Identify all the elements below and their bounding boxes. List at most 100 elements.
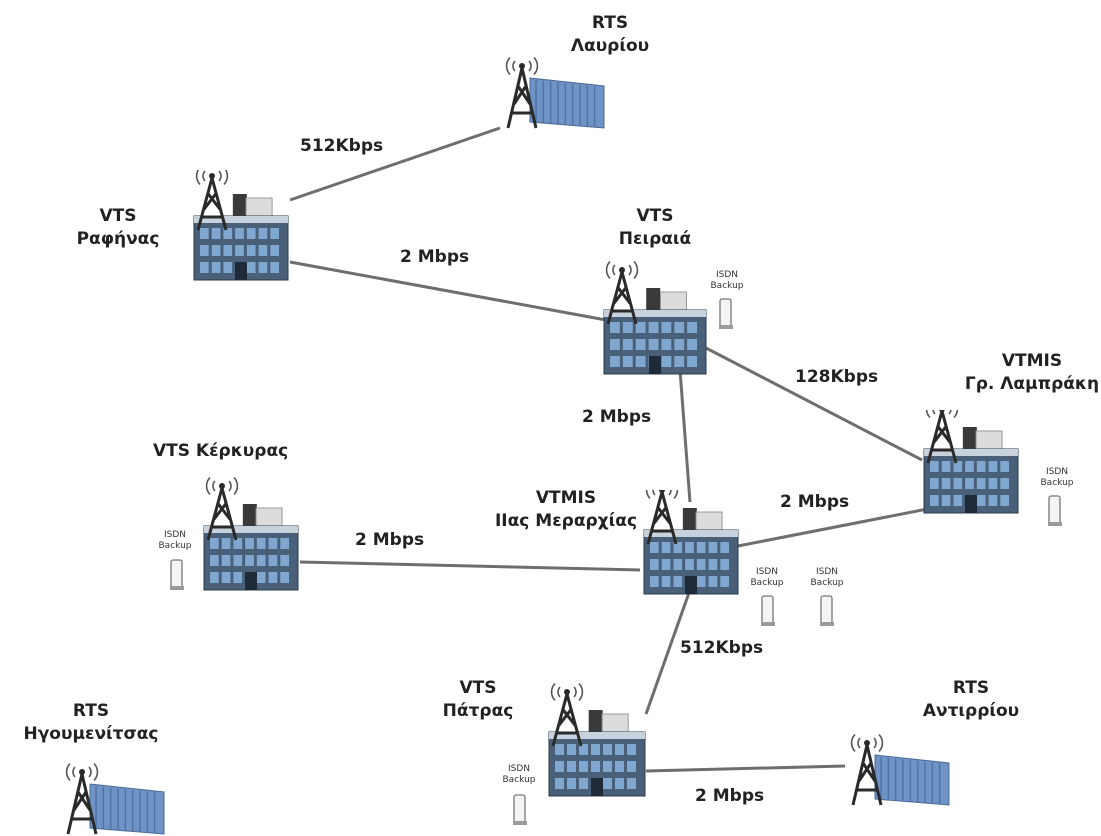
building-roof-edge: [549, 732, 645, 739]
window: [268, 572, 278, 583]
site-label-vtmis-merarchias: VTMIS ΙΙας Μεραρχίας: [495, 487, 637, 533]
site-type: RTS: [591, 13, 629, 33]
window: [233, 538, 243, 549]
window: [246, 228, 256, 239]
window: [591, 761, 600, 772]
site-name: VTS Κέρκυρας: [153, 441, 289, 461]
site-name: Πάτρας: [442, 701, 514, 721]
building-roof-edge: [924, 449, 1018, 456]
window: [258, 245, 268, 256]
link-label-rafinas-peiraia: 2 Mbps: [400, 247, 470, 267]
window: [708, 559, 718, 570]
window: [650, 542, 659, 553]
link-label-kerkyras-merarchias: 2 Mbps: [355, 530, 425, 550]
window: [696, 559, 706, 570]
window: [221, 572, 231, 583]
window: [661, 322, 672, 333]
site-name: Αντιρρίου: [922, 701, 1020, 721]
window: [280, 538, 289, 549]
window: [941, 478, 951, 489]
site-label-vts-kerkyras: VTS Κέρκυρας: [153, 440, 288, 463]
window: [221, 555, 231, 566]
device-base: [513, 821, 527, 825]
roof-equipment-icon: [682, 508, 697, 530]
window: [650, 559, 659, 570]
window: [245, 555, 254, 566]
antenna-tower-icon: [505, 57, 539, 129]
antenna-tower-icon: [65, 763, 99, 835]
window: [708, 576, 718, 587]
window: [579, 744, 588, 755]
window: [280, 555, 289, 566]
window: [953, 495, 963, 506]
link-patras-antirriou: [645, 764, 846, 773]
window: [246, 245, 256, 256]
device-body: [761, 595, 774, 625]
window: [210, 555, 219, 566]
rts-igoumenitsas-node: [65, 763, 165, 835]
door: [235, 262, 247, 280]
window: [708, 542, 718, 553]
window: [233, 572, 243, 583]
window: [627, 778, 636, 789]
window: [603, 744, 612, 755]
site-label-rts-lavriou: RTS Λαυρίου: [571, 12, 649, 58]
device-base: [761, 622, 775, 626]
link-label-merarchias-lamprakis: 2 Mbps: [780, 492, 850, 512]
window: [1000, 478, 1009, 489]
link-peiraia-merarchias: [678, 369, 692, 503]
window: [661, 559, 671, 570]
isdn-device-icon-kerkyras: [170, 559, 184, 590]
link-label-peiraia-lamprakis: 128Kbps: [795, 367, 879, 387]
vts-rafinas-node: [193, 170, 289, 281]
window: [930, 478, 939, 489]
container-body-icon: [874, 754, 950, 806]
window: [223, 245, 233, 256]
link-merarchias-patras: [644, 589, 692, 715]
window: [268, 555, 278, 566]
window: [615, 744, 624, 755]
window: [610, 356, 620, 367]
building-roof-edge: [194, 216, 288, 223]
window: [246, 262, 256, 273]
window: [661, 542, 671, 553]
site-label-rts-igoumenitsas: RTS Ηγουμενίτσας: [24, 700, 159, 746]
window: [648, 322, 659, 333]
window: [200, 245, 209, 256]
roof-equipment-icon: [242, 504, 257, 526]
container-body-icon: [89, 783, 165, 835]
window: [685, 542, 694, 553]
window: [627, 761, 636, 772]
window: [555, 744, 564, 755]
window: [567, 744, 576, 755]
window: [603, 778, 612, 789]
window: [256, 555, 266, 566]
window: [988, 478, 998, 489]
window: [610, 339, 620, 350]
window: [685, 559, 694, 570]
device-body: [719, 298, 732, 328]
window: [270, 262, 279, 273]
site-type: VTS: [636, 206, 674, 226]
site-name: Ραφήνας: [76, 229, 160, 249]
window: [258, 262, 268, 273]
window: [270, 228, 279, 239]
window: [941, 461, 951, 472]
site-type: VTMIS: [535, 488, 597, 508]
window: [615, 778, 624, 789]
backup-text: Backup: [158, 541, 192, 551]
device-body: [170, 559, 183, 589]
window: [268, 538, 278, 549]
isdn-device-icon-patras: [513, 794, 527, 825]
window: [567, 761, 576, 772]
roof-equipment-icon: [588, 710, 603, 732]
link-label-peiraia-merarchias: 2 Mbps: [582, 407, 652, 427]
window: [221, 538, 231, 549]
site-name: Λαυρίου: [570, 36, 650, 56]
isdn-text: ISDN: [755, 567, 779, 577]
